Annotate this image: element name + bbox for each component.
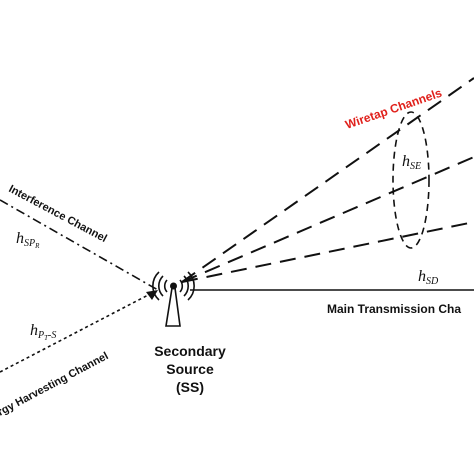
h-se-label: hSE [402, 153, 421, 172]
wiretap-ray-2 [181, 156, 474, 283]
source-label-line3: (SS) [176, 379, 204, 395]
source-label-line1: Secondary [154, 343, 226, 359]
energy-harvesting-line [0, 292, 153, 373]
interference-line [0, 199, 159, 291]
h-spr-label: hSPR [16, 230, 40, 250]
antenna-tower-icon [152, 271, 195, 327]
wiretap-ellipse [392, 111, 430, 249]
h-pts-label: hPT-S [30, 322, 56, 342]
h-sd-label: hSD [418, 268, 439, 287]
energy-harvesting-label: rgy Harvesting Channel [0, 350, 110, 419]
energy-harvesting-arrowhead [146, 290, 158, 300]
wiretap-rays [181, 77, 474, 283]
main-transmission-label: Main Transmission Cha [327, 302, 461, 316]
wiretap-ray-1 [181, 77, 474, 283]
source-label-line2: Source [166, 361, 214, 377]
